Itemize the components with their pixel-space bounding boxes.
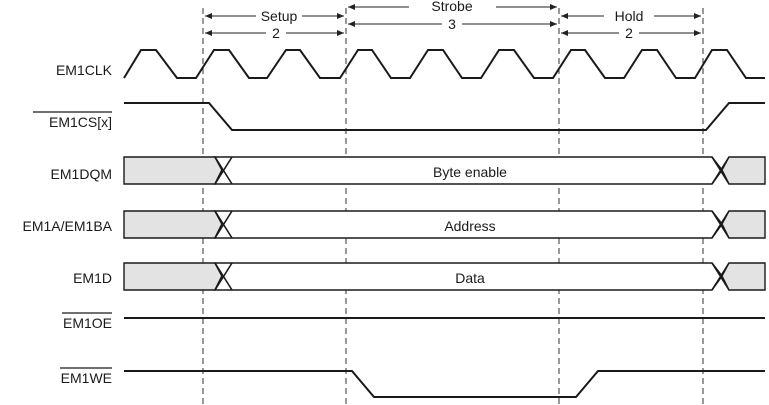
signal-label-data: EM1D <box>73 270 112 286</box>
setup-count: 2 <box>272 25 280 41</box>
dqm-bus-label: Byte enable <box>433 164 507 180</box>
signal-label-we: EM1WE <box>61 370 112 386</box>
addr-bus: Address <box>123 210 766 239</box>
signal-label-addr: EM1A/EM1BA <box>23 218 113 234</box>
dqm-bus: Byte enable <box>123 156 766 185</box>
phase-name-arrows: Setup Strobe Hold <box>205 0 701 24</box>
signal-label-dqm: EM1DQM <box>51 166 112 182</box>
phase-count-arrows: 2 3 2 <box>205 16 701 41</box>
signal-label-oe: EM1OE <box>63 315 112 331</box>
setup-label: Setup <box>261 8 298 24</box>
cs-waveform <box>124 102 765 131</box>
addr-bus-label: Address <box>444 218 495 234</box>
signal-label-clk: EM1CLK <box>56 62 113 78</box>
signal-label-cs: EM1CS[x] <box>49 114 112 130</box>
we-waveform <box>124 370 765 398</box>
clk-waveform <box>123 49 765 79</box>
signal-labels: EM1CLK EM1CS[x] EM1DQM EM1A/EM1BA EM1D E… <box>23 62 113 386</box>
hold-count: 2 <box>625 25 633 41</box>
strobe-label: Strobe <box>431 0 472 14</box>
phase-boundaries <box>202 8 704 405</box>
hold-label: Hold <box>615 8 644 24</box>
data-bus: Data <box>123 262 766 291</box>
data-bus-label: Data <box>455 270 485 286</box>
strobe-count: 3 <box>448 16 456 32</box>
